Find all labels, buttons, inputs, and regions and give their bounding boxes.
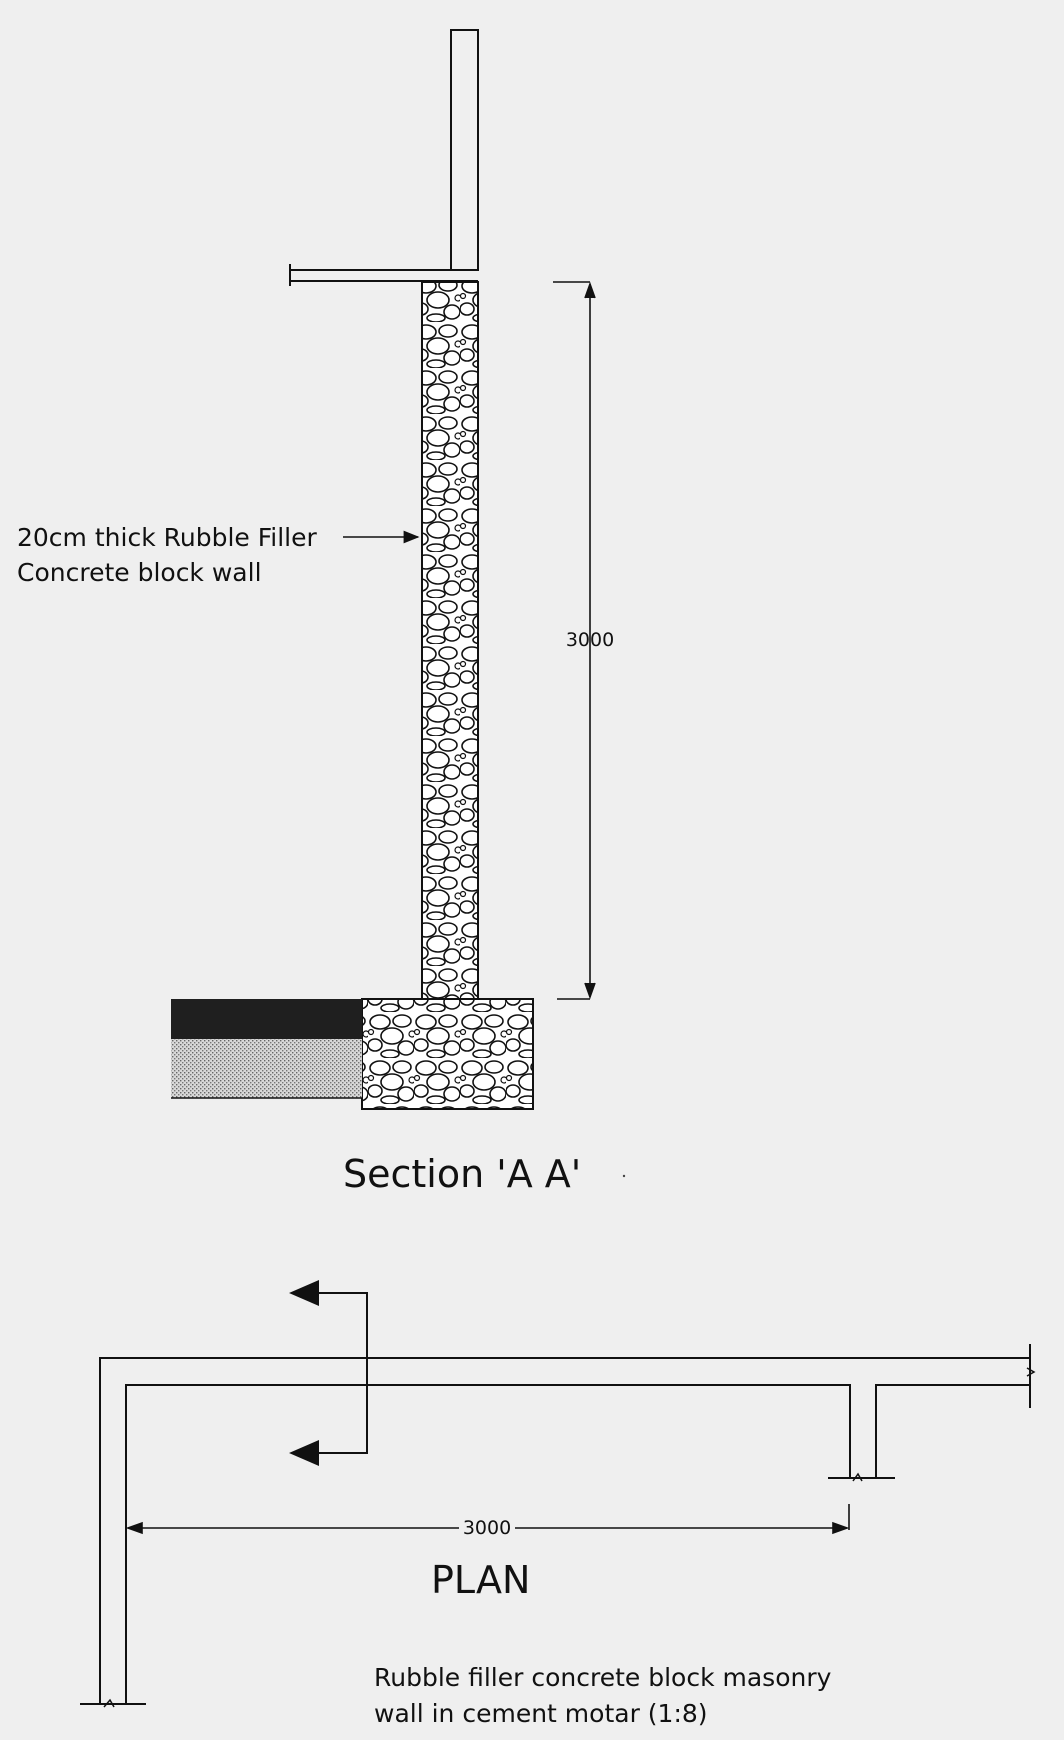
- rubble-wall: [421, 281, 479, 1000]
- section-aa-drawing: 3000 20cm thick Rubble Filler Concrete b…: [17, 29, 626, 1196]
- section-title: Section 'A A': [343, 1152, 581, 1196]
- plan-outer-wall: [99, 1357, 1030, 1704]
- height-dimension-line: [553, 281, 596, 1000]
- section-cut-arrow-bottom: [289, 1440, 319, 1466]
- plan-drawing: [80, 1280, 1036, 1708]
- rubble-footing: [361, 998, 534, 1110]
- plan-partition-wall: [875, 1384, 1030, 1478]
- ground-soil-layer: [171, 1039, 362, 1098]
- section-cut-line: [315, 1292, 368, 1454]
- height-dimension-label: 3000: [566, 629, 614, 651]
- ground-dark-layer: [171, 999, 362, 1039]
- plan-title: PLAN: [431, 1558, 530, 1602]
- plan-note-line1: Rubble filler concrete block masonry: [374, 1663, 832, 1692]
- width-dimension-label: 3000: [463, 1517, 511, 1539]
- upper-post: [450, 29, 479, 271]
- plan-inner-wall: [125, 1384, 851, 1704]
- wall-label-line2: Concrete block wall: [17, 558, 262, 587]
- plan-note-line2: wall in cement motar (1:8): [374, 1699, 708, 1728]
- wall-label-line1: 20cm thick Rubble Filler: [17, 523, 318, 552]
- section-cut-arrow-top: [289, 1280, 319, 1306]
